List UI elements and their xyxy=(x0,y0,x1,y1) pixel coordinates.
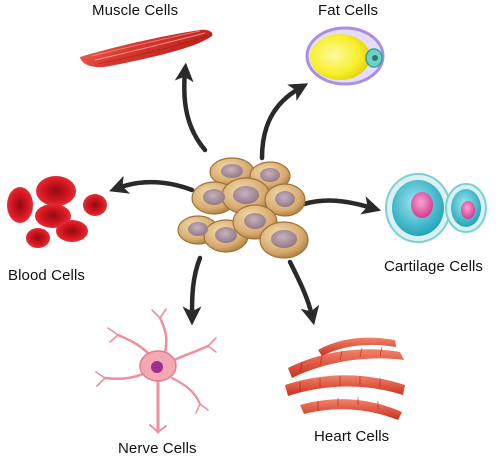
cartilage-cells-icon xyxy=(385,173,487,243)
arrow-to-blood xyxy=(109,175,195,194)
muscle-cell-icon xyxy=(80,29,213,68)
label-muscle-cells: Muscle Cells xyxy=(92,2,179,19)
label-nerve-cells: Nerve Cells xyxy=(118,440,197,457)
blood-cells-icon xyxy=(7,176,107,248)
label-blood-cells: Blood Cells xyxy=(8,267,85,284)
stem-cell-cluster-icon xyxy=(177,157,309,259)
arrow-to-cartilage xyxy=(301,196,382,215)
heart-cells-icon xyxy=(285,337,405,420)
arrow-to-muscle xyxy=(174,62,208,153)
arrow-to-heart xyxy=(287,259,320,326)
label-cartilage-cells: Cartilage Cells xyxy=(384,258,484,275)
label-heart-cells: Heart Cells xyxy=(314,428,390,445)
label-fat-cells: Fat Cells xyxy=(318,2,379,19)
arrow-to-nerve xyxy=(182,255,203,326)
nerve-cell-icon xyxy=(95,308,217,434)
arrows xyxy=(109,62,382,326)
arrow-to-fat xyxy=(259,83,309,161)
fat-cell-icon xyxy=(305,26,385,86)
